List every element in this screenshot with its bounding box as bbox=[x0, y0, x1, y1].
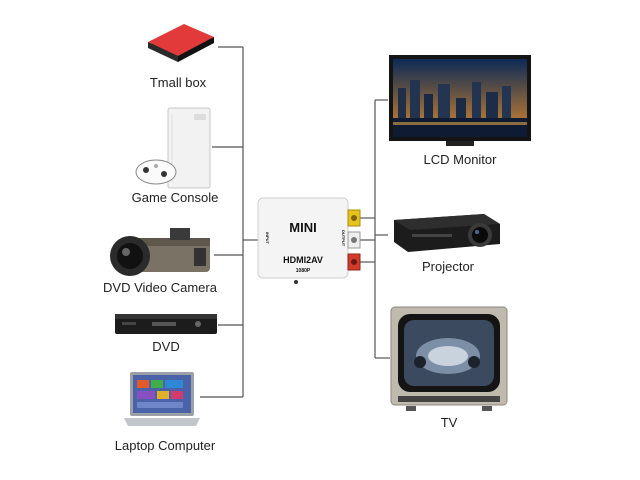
game-console-icon bbox=[135, 107, 211, 189]
input-label-game-console: Game Console bbox=[131, 190, 219, 205]
laptop-icon bbox=[124, 372, 200, 426]
tv-icon bbox=[390, 306, 508, 411]
converter-model: HDMI2AV bbox=[283, 255, 323, 265]
rca-jacks bbox=[347, 209, 361, 271]
input-label-laptop: Laptop Computer bbox=[114, 438, 216, 453]
hdmi2av-converter: MINI HDMI2AV 1080P INPUT OUTPUT bbox=[257, 197, 361, 284]
power-led-icon bbox=[294, 280, 298, 284]
projector-icon bbox=[394, 214, 500, 252]
video-camera-icon bbox=[110, 228, 210, 276]
output-label-lcd-monitor: LCD Monitor bbox=[423, 152, 497, 167]
input-label-tmall-box: Tmall box bbox=[149, 75, 207, 90]
output-label-tv: TV bbox=[440, 415, 458, 430]
input-label-dvd-camera: DVD Video Camera bbox=[103, 280, 217, 295]
tmall-box-icon bbox=[148, 24, 214, 62]
dvd-player-icon bbox=[115, 314, 217, 334]
converter-input-port-label: INPUT bbox=[265, 232, 270, 245]
converter-brand: MINI bbox=[289, 220, 316, 235]
output-label-projector: Projector bbox=[421, 259, 475, 274]
input-label-dvd: DVD bbox=[152, 339, 180, 354]
lcd-monitor-icon bbox=[389, 55, 531, 146]
converter-resolution: 1080P bbox=[296, 268, 311, 274]
converter-output-port-label: OUTPUT bbox=[341, 230, 346, 247]
